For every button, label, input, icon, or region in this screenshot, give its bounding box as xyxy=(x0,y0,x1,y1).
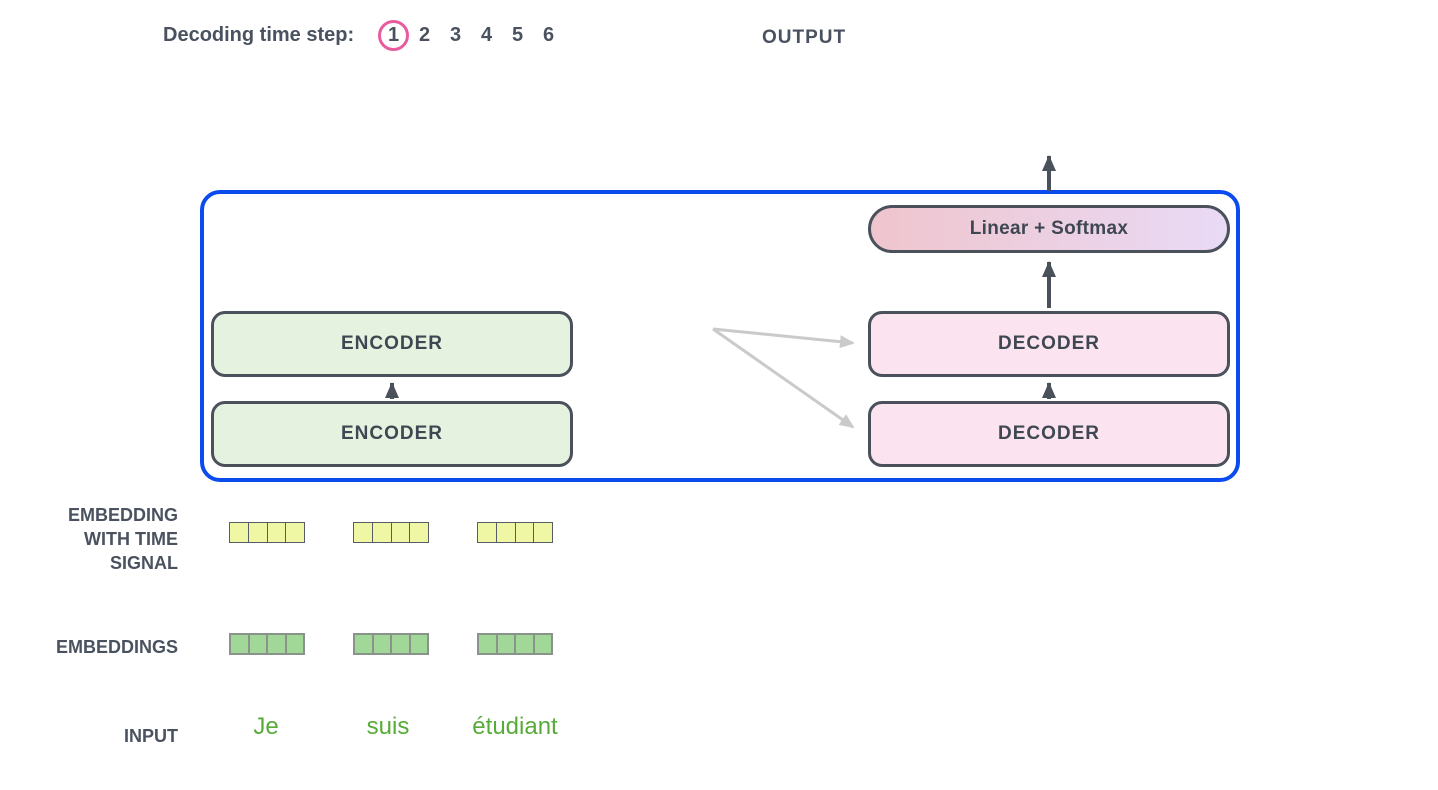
linear-softmax-block: Linear + Softmax xyxy=(868,205,1230,253)
transformer-container xyxy=(200,190,1240,482)
vector-cell xyxy=(409,523,428,542)
input-label: INPUT xyxy=(124,726,178,746)
embedding-vector-3 xyxy=(477,633,553,655)
vector-cell xyxy=(479,635,496,653)
vector-cell xyxy=(390,523,410,542)
vector-cell xyxy=(533,523,552,542)
step-number-1-active: 1 xyxy=(378,20,409,51)
embedding-vector-1 xyxy=(229,633,305,655)
vector-cell xyxy=(478,523,496,542)
vector-cell xyxy=(285,523,304,542)
vector-cell xyxy=(354,523,372,542)
input-token: Je xyxy=(253,713,279,740)
input-token: étudiant xyxy=(472,713,558,740)
embedding-with-time-signal-label: EMBEDDING WITH TIME SIGNAL xyxy=(20,503,178,575)
vector-cell xyxy=(230,523,248,542)
decoding-time-step-label: Decoding time step: xyxy=(163,24,355,46)
vector-cell xyxy=(532,635,552,653)
vector-cell xyxy=(266,635,285,653)
vector-cell xyxy=(495,523,515,542)
decoder-label: DECODER xyxy=(997,333,1100,354)
vector-cell xyxy=(266,523,286,542)
output-label: OUTPUT xyxy=(762,27,847,48)
vector-cell xyxy=(371,523,391,542)
vector-cell xyxy=(247,635,267,653)
decoder-block-top: DECODER xyxy=(868,311,1230,377)
time-signal-vector-2 xyxy=(353,522,429,543)
encoder-block-top: ENCODER xyxy=(211,311,573,377)
label-line: WITH TIME xyxy=(84,529,178,549)
step-number-6: 6 xyxy=(542,24,555,46)
decoding-step-list: 1 2 3 4 5 6 xyxy=(378,20,564,51)
embedding-vector-2 xyxy=(353,633,429,655)
vector-cell xyxy=(408,635,428,653)
decoder-label: DECODER xyxy=(997,423,1100,444)
linear-softmax-label: Linear + Softmax xyxy=(969,218,1129,239)
vector-cell xyxy=(514,635,533,653)
encoder-label: ENCODER xyxy=(340,423,443,444)
time-signal-vector-1 xyxy=(229,522,305,543)
encoder-block-bottom: ENCODER xyxy=(211,401,573,467)
label-line: EMBEDDING xyxy=(67,505,178,525)
step-number-5: 5 xyxy=(511,24,524,46)
decoder-block-bottom: DECODER xyxy=(868,401,1230,467)
vector-cell xyxy=(247,523,267,542)
step-number-2: 2 xyxy=(418,24,431,46)
vector-cell xyxy=(514,523,534,542)
step-number-4: 4 xyxy=(480,24,493,46)
vector-cell xyxy=(231,635,248,653)
time-signal-vector-3 xyxy=(477,522,553,543)
label-line: SIGNAL xyxy=(109,553,178,573)
step-number-3: 3 xyxy=(449,24,462,46)
vector-cell xyxy=(371,635,391,653)
embeddings-label: EMBEDDINGS xyxy=(55,637,178,657)
vector-cell xyxy=(495,635,515,653)
input-token: suis xyxy=(366,713,410,740)
vector-cell xyxy=(284,635,304,653)
encoder-label: ENCODER xyxy=(340,333,443,354)
vector-cell xyxy=(355,635,372,653)
vector-cell xyxy=(390,635,409,653)
